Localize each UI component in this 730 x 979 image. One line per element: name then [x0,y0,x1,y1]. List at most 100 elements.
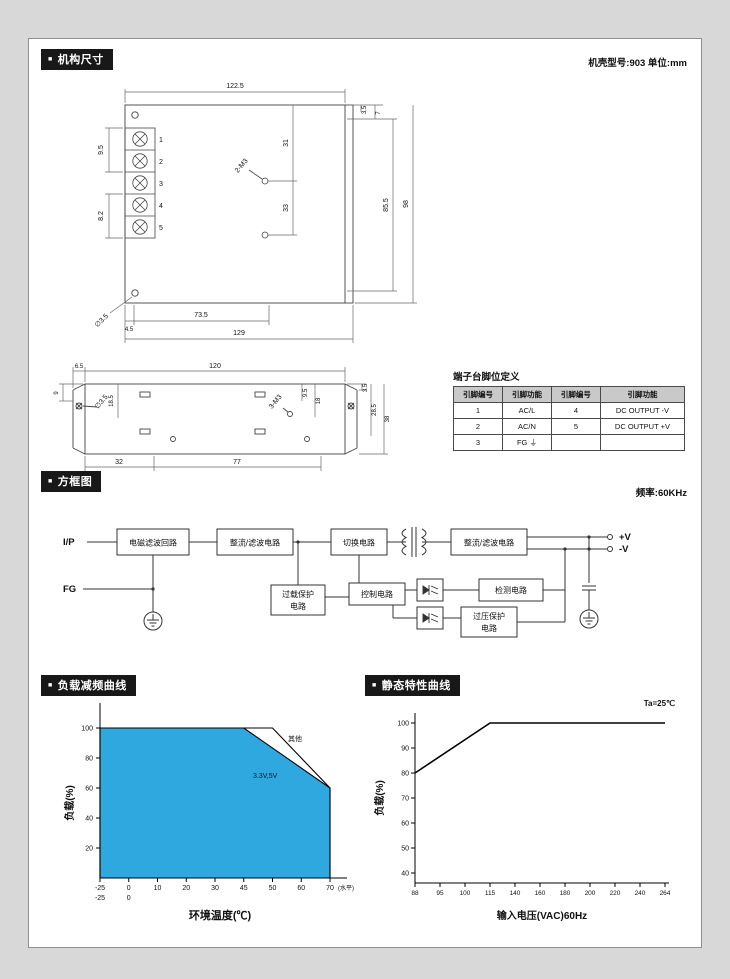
y-tick-label: 80 [85,756,93,763]
x-tick-label: 20 [182,885,190,892]
section-title-block-diagram: 方框图 [57,476,93,488]
pin-table-header: 引脚编号 [550,386,601,403]
section-header-block-diagram: ■ 方框图 [41,471,102,492]
x-tick-label: 180 [560,890,571,897]
load-line [414,722,665,774]
series-label-3v3-5v: 3.3V,5V [253,773,278,780]
block-diagram: I/P FG 电磁滤波回路 整流/滤波电路 切换电路 整流/滤波电路 控制电路 … [63,527,632,638]
body-outline [72,383,358,455]
pin-definition-table: 端子台脚位定义 引脚编号 引脚功能 引脚编号 引脚功能 1 AC/L 4 DC … [453,369,686,451]
terminal-number: 3 [159,181,163,188]
pin-number [550,434,601,451]
table-row: 3 FG ⏚ [453,434,686,451]
section-header-mechanical: ■ 机构尺寸 [41,49,113,70]
static-characteristics-chart: Ta=25℃ 100 90 80 70 60 50 40 88 95 100 1… [373,699,675,922]
overload-block-label: 过载保护 [282,589,314,599]
x-tick-label: 240 [635,890,646,897]
dim-width-top: 122.5 [226,83,244,90]
case-model-note: 机壳型号:903 单位:mm [588,58,687,69]
pin-function: AC/L [501,402,552,419]
pin-function: AC/N [501,418,552,435]
y-tick-label: 70 [401,796,409,803]
chart-annotation: Ta=25℃ [644,699,675,708]
x-tick-label: 60 [297,885,305,892]
section-title-derating: 负载减频曲线 [57,680,127,692]
dim-left-pitch: 9.5 [98,145,105,155]
section-header-derating-curve: ■ 负载减频曲线 [41,675,136,696]
detection-block-label: 检测电路 [495,585,527,595]
fg-label: FG [63,584,76,595]
x-axis-note: (水平) [338,884,354,892]
terminal-number: 4 [159,203,163,210]
junction-dots [151,535,591,591]
table-row: 1 AC/L 4 DC OUTPUT -V [453,402,686,419]
overload-block-label: 电路 [290,601,306,611]
y-axis-title: 负载(%) [373,780,386,816]
dim-bottom-c: 129 [233,330,245,337]
x-tick-label: 0 [127,885,131,892]
x-tick-label: 100 [460,890,471,897]
center-mounting-holes [248,169,269,239]
pin-number: 4 [550,402,601,419]
derating-chart: 100 80 60 40 20 -25 0 10 20 30 45 50 60 … [63,703,354,922]
y-tick-label: 50 [401,846,409,853]
y-tick-label: 100 [81,726,93,733]
datasheet-page: ■ 机构尺寸 机壳型号:903 单位:mm 1 2 3 4 5 [28,38,702,948]
frequency-note: 频率:60KHz [635,488,687,499]
dim-right-c: 3.5 [363,383,369,392]
optocoupler-icon [422,585,439,623]
x-tick-label: 95 [436,890,444,897]
dim-flange-b: 7 [376,111,382,115]
pin-table-header: 引脚功能 [599,386,686,403]
dim-right-d: 28.5 [372,404,378,416]
hole-dia-label: ∅3.5 [94,394,110,411]
dimension-lines [105,89,417,343]
x-tick-label: 45 [240,885,248,892]
block-boxes [116,528,613,638]
dim-bottom-a: 32 [115,459,123,466]
dim-hole-upper: 31 [283,139,290,147]
x-tick-label: 140 [510,890,521,897]
y-tick-label: 100 [397,721,409,728]
y-tick-label: 90 [401,746,409,753]
dim-left-lower: 8.2 [98,211,105,221]
dim-bottom-b: 73.5 [194,312,208,319]
switching-block-label: 切换电路 [343,538,375,548]
y-axis-title: 负载(%) [63,785,76,821]
section-marker-icon: ■ [48,55,53,63]
hole-dia-label: ∅3.5 [94,313,110,329]
x-tick-label-row2: -25 [95,895,105,902]
pin-table-header: 引脚编号 [453,386,503,403]
holes-label: 3-M3 [268,394,284,411]
dim-flange-a: 3.5 [362,105,368,114]
dim-right-b: 18 [316,397,322,404]
y-tick-label: 80 [401,771,409,778]
section-header-static-curve: ■ 静态特性曲线 [365,675,460,696]
rectifier-filter-block-label: 整流/滤波电路 [230,538,280,548]
terminal-number: 5 [159,225,163,232]
terminal-number: 1 [159,137,163,144]
derating-area-3v3-5v [99,727,331,879]
ovp-block-label: 电路 [481,623,497,633]
pin-function: FG ⏚ [501,434,552,451]
y-tick-label: 40 [401,871,409,878]
y-tick-label: 60 [401,821,409,828]
x-tick-label: 30 [211,885,219,892]
x-tick-label: 160 [535,890,546,897]
terminal-block [124,127,156,239]
mechanical-drawing-bottom: ∅3.5 3-M3 6.5 120 9 18.5 9.5 18 3.5 28.5… [54,363,391,471]
control-block-label: 控制电路 [361,589,393,599]
pin-number: 2 [453,418,503,435]
emi-filter-block-label: 电磁滤波回路 [129,538,177,548]
holes-label: 2-M3 [234,158,250,175]
output-pos-label: +V [619,532,632,543]
dim-right-e: 38 [385,415,391,422]
section-title-static: 静态特性曲线 [381,680,451,692]
dim-height-inner: 85.5 [383,198,390,212]
x-tick-label: -25 [95,885,105,892]
x-axis-title: 输入电压(VAC)60Hz [497,909,587,922]
axes [96,703,347,882]
table-row: 2 AC/N 5 DC OUTPUT +V [453,418,686,435]
pin-function [599,434,686,451]
